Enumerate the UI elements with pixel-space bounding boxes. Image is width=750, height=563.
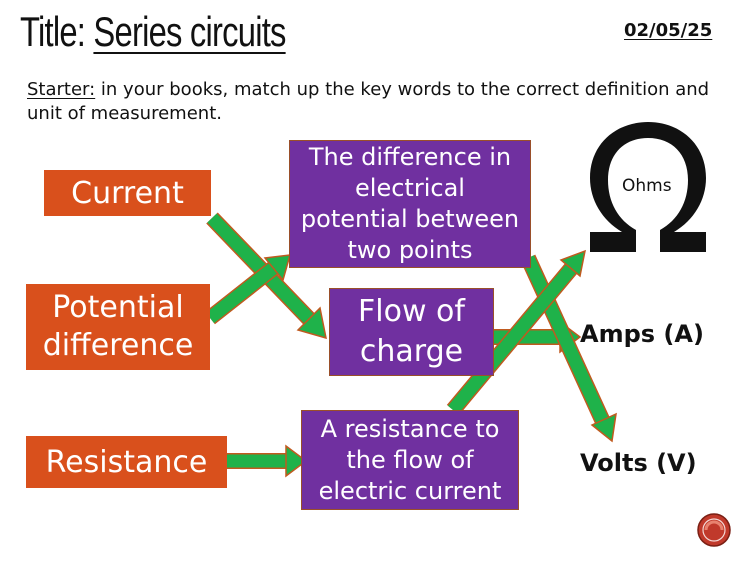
keyword-resistance-label: Resistance	[45, 444, 208, 480]
unit-amps[interactable]: Amps (A)	[580, 320, 704, 348]
definition-current-line1: Flow of	[358, 294, 465, 329]
starter-text: in your books, match up the key words to…	[27, 79, 710, 124]
definition-current-box[interactable]: Flow of charge	[329, 288, 494, 376]
keyword-current-box[interactable]: Current	[44, 170, 211, 216]
definition-potential-line3: potential between	[300, 205, 520, 233]
starter-instructions: Starter: in your books, match up the key…	[27, 78, 727, 126]
definition-resistance-line2: the flow of	[346, 445, 474, 474]
title-prefix: Title:	[20, 8, 86, 55]
arrow-resdef-to-ohms	[446, 249, 587, 416]
definition-resistance-line3: electric current	[318, 476, 502, 505]
omega-icon	[590, 122, 706, 252]
keyword-pd-line1: Potential	[52, 290, 184, 325]
definition-potential-box[interactable]: The difference in electrical potential b…	[289, 140, 531, 268]
definition-current-line2: charge	[359, 334, 464, 369]
keyword-pd-line2: difference	[42, 328, 194, 363]
unit-volts[interactable]: Volts (V)	[580, 449, 697, 477]
arrow-res-to-definition	[227, 444, 308, 478]
arrow-difference-to-volts	[520, 254, 617, 443]
title-main: Series circuits	[93, 8, 286, 55]
keyword-current-label: Current	[71, 175, 184, 211]
definition-potential-line4: two points	[347, 236, 473, 264]
keyword-potential-difference-box[interactable]: Potential difference	[26, 284, 210, 370]
arrow-pd-to-difference	[205, 254, 292, 325]
definition-potential-line1: The difference in	[308, 143, 512, 171]
date-label: 02/05/25	[624, 20, 713, 41]
starter-label: Starter:	[27, 79, 96, 100]
definition-resistance-box[interactable]: A resistance to the flow of electric cur…	[301, 410, 519, 510]
circle-button-icon[interactable]	[697, 513, 731, 547]
definition-resistance-line1: A resistance to	[320, 414, 500, 443]
unit-ohms[interactable]: Ohms	[622, 176, 672, 196]
keyword-resistance-box[interactable]: Resistance	[26, 436, 227, 488]
definition-potential-line2: electrical	[355, 174, 465, 202]
page-title: Title: Series circuits	[20, 8, 286, 56]
